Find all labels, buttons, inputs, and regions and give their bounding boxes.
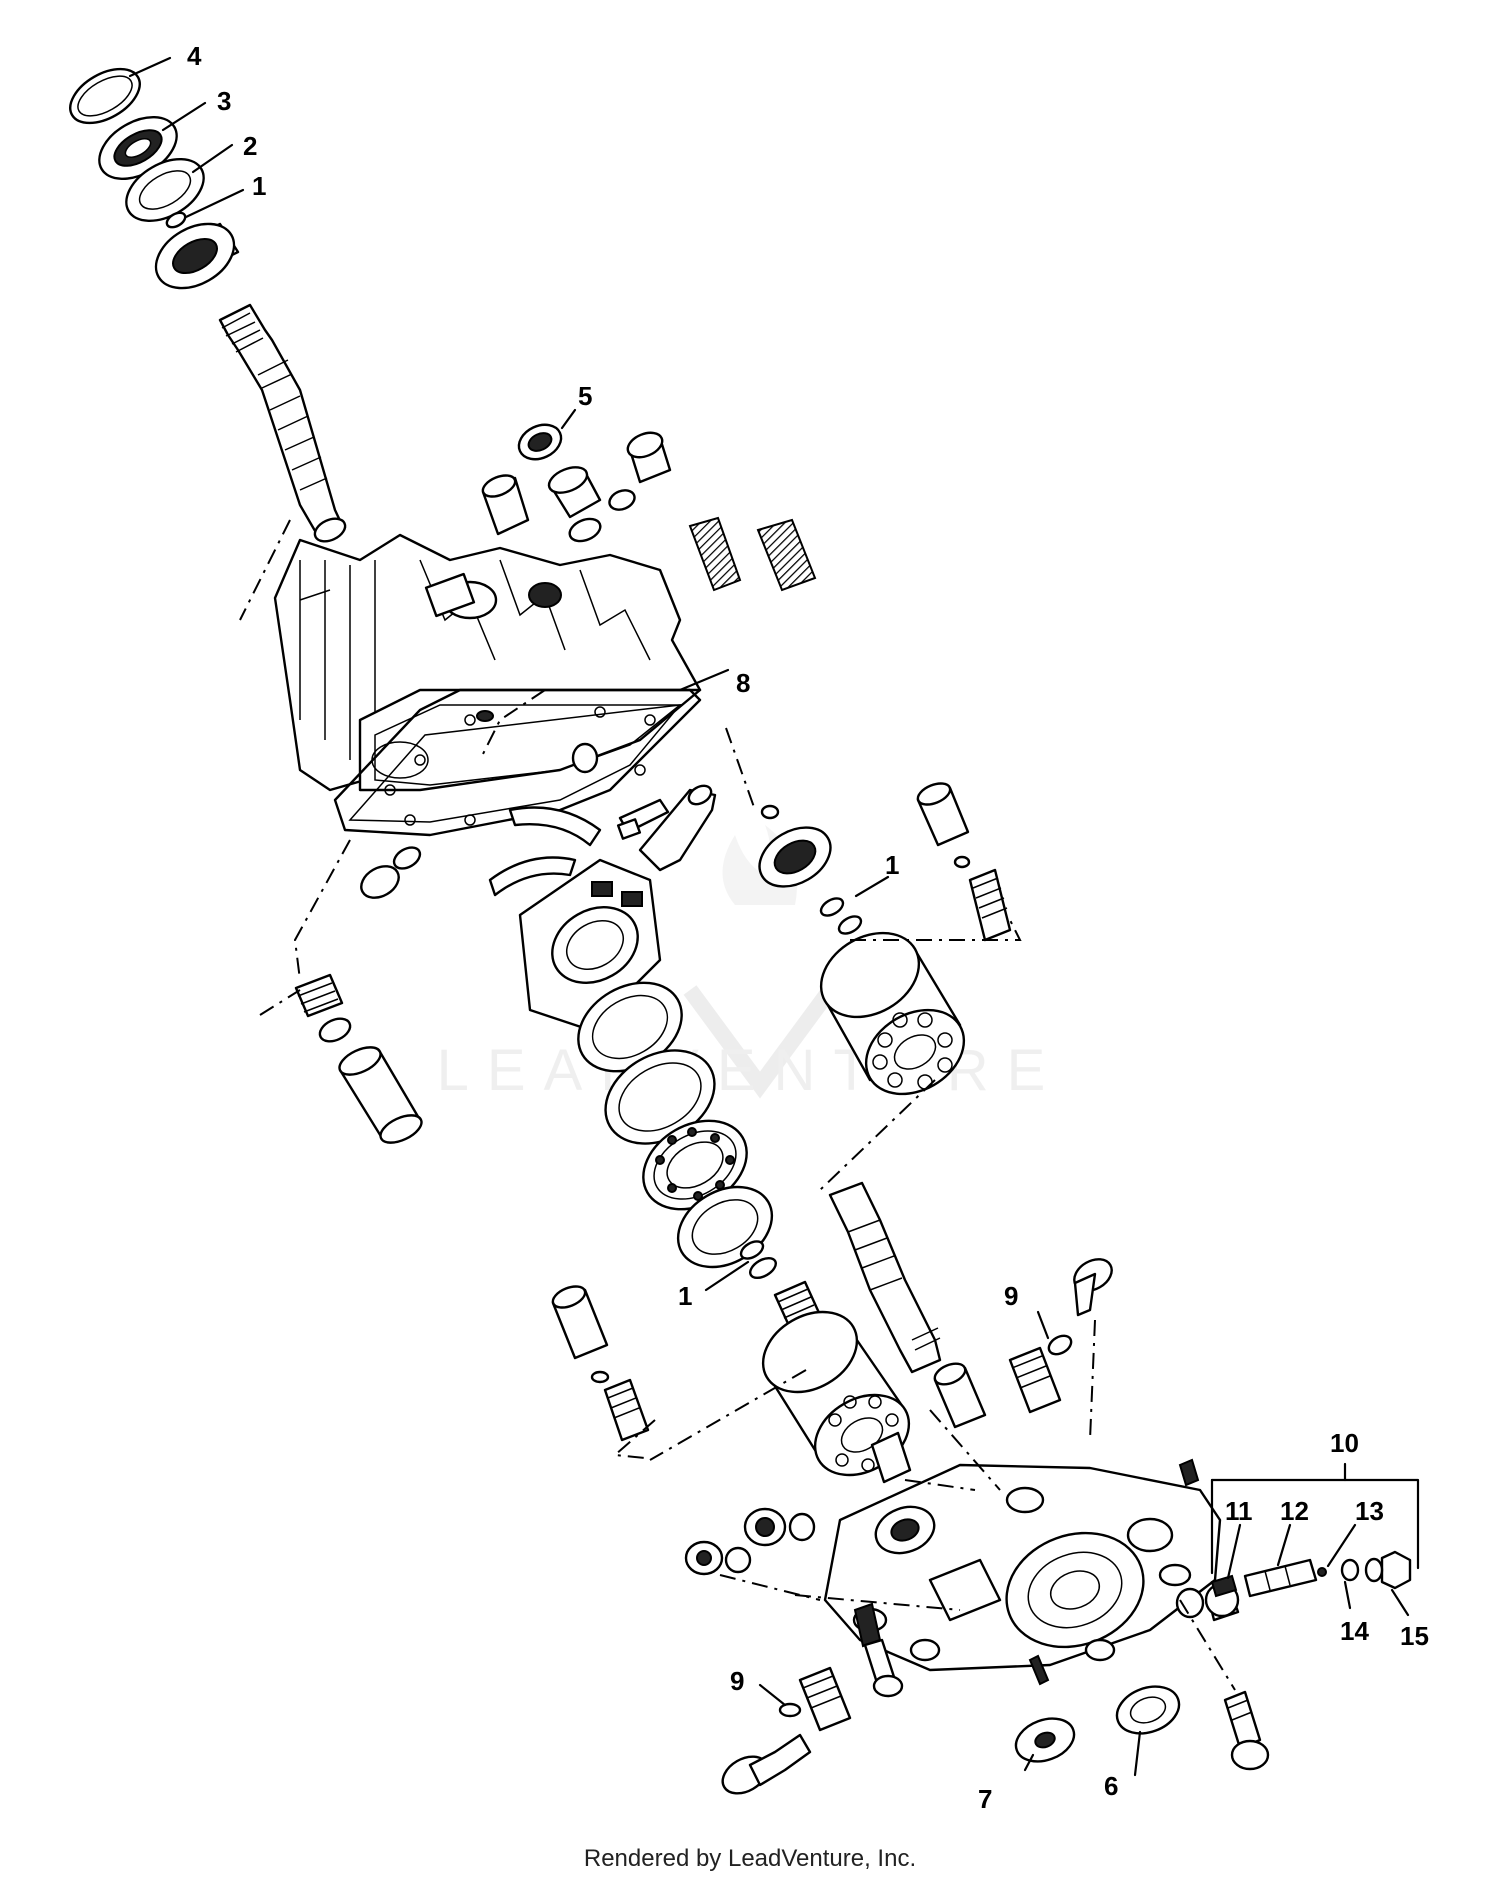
upper-housing <box>273 533 702 792</box>
filter-screen-a <box>688 516 742 592</box>
seal-6 <box>1115 1685 1181 1735</box>
valve-spool-12 <box>1243 1558 1318 1598</box>
relief-valve-left <box>360 846 422 899</box>
callout-8: 8 <box>736 668 750 698</box>
swashplate-bearing-halves <box>488 798 670 897</box>
callout-2: 2 <box>243 131 257 161</box>
center-section-housing <box>823 1458 1222 1672</box>
plug-left-2 <box>743 1507 816 1547</box>
sleeve-bushing <box>481 474 530 536</box>
cylinder-block-upper <box>819 931 966 1096</box>
thrust-bearing <box>642 1119 748 1211</box>
sleeve-left-lower <box>551 1285 650 1442</box>
rendered-by-footer: Rendered by LeadVenture, Inc. <box>583 1845 917 1872</box>
pressure-sleeve-left <box>338 1046 423 1144</box>
callout-9-lower: 9 <box>730 1666 744 1696</box>
bolt-9-lower <box>721 1666 852 1795</box>
washer-7 <box>1014 1717 1076 1763</box>
control-arm <box>616 784 717 872</box>
callout-15: 15 <box>1400 1621 1429 1651</box>
motor-shaft <box>828 1181 987 1429</box>
plug-5 <box>517 423 563 461</box>
watermark-text: LEADVENTURE <box>437 1038 1064 1103</box>
bolt-right-lower <box>1223 1690 1270 1771</box>
charge-sleeve-right <box>916 782 1012 942</box>
spring-11 <box>1210 1574 1238 1598</box>
callout-12: 12 <box>1280 1496 1309 1526</box>
callout-6: 6 <box>1104 1771 1118 1801</box>
callout-11: 11 <box>1225 1496 1253 1526</box>
o-ring-14 <box>1340 1558 1360 1582</box>
plug-left-1 <box>684 1540 752 1576</box>
bearing-cup <box>758 804 832 888</box>
callout-7: 7 <box>978 1784 992 1814</box>
check-valve-top <box>547 466 602 543</box>
callout-14: 14 <box>1340 1616 1369 1646</box>
cylinder-block-lower <box>761 1310 911 1477</box>
bearing-top <box>154 222 240 290</box>
callout-10: 10 <box>1330 1428 1359 1458</box>
callout-9-upper: 9 <box>1004 1281 1018 1311</box>
gasket-8 <box>333 688 702 837</box>
callout-5: 5 <box>578 381 592 411</box>
plug-15 <box>1380 1550 1412 1590</box>
callout-4: 4 <box>187 41 202 71</box>
callout-3: 3 <box>217 86 231 116</box>
callout-1-top: 1 <box>252 171 266 201</box>
bolt-center-left <box>853 1602 904 1698</box>
thrust-race <box>604 1049 716 1145</box>
o-ring-1-top <box>165 211 187 229</box>
plug-top-right <box>608 431 672 511</box>
snap-ring-4 <box>69 67 141 125</box>
bolt-9-upper <box>1008 1258 1113 1414</box>
o-rings-1-mid <box>819 897 863 935</box>
sleeve-center-lower <box>870 1431 912 1484</box>
valve-assembly-10 <box>1210 1550 1412 1598</box>
input-shaft <box>218 303 347 543</box>
spring-left <box>294 973 352 1043</box>
callout-13: 13 <box>1355 1496 1384 1526</box>
filter-screen-b <box>756 518 817 592</box>
o-rings-1-lower <box>739 1240 777 1280</box>
callout-1-lower: 1 <box>678 1281 692 1311</box>
pin-center <box>1028 1654 1050 1686</box>
callout-1-mid: 1 <box>885 850 899 880</box>
